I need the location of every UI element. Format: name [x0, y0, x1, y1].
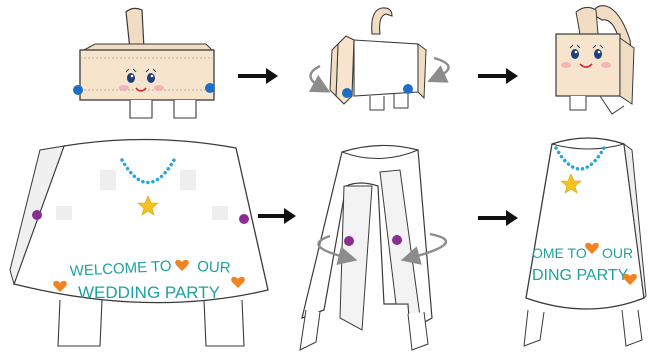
rotate-arrow-icon [308, 64, 331, 93]
right-arrow-icon [478, 68, 518, 84]
heart-icon [175, 259, 189, 271]
banner-line2: WEDDING PARTY [78, 283, 220, 302]
finished-banner-line2: DING PARTY [532, 267, 629, 284]
star-icon [560, 173, 582, 194]
flat-body-cutout: WELCOME TO OUR WEDDING PARTY [9, 138, 269, 347]
glue-dot [239, 214, 249, 224]
heart-icon [585, 242, 599, 254]
rotate-arrow-icon [427, 56, 450, 83]
rotate-arrow-icon [317, 234, 358, 265]
face [119, 68, 164, 92]
face [561, 44, 611, 68]
glue-dot [403, 84, 413, 94]
glue-dot [32, 210, 42, 220]
necklace [120, 158, 176, 185]
glue-dot [73, 85, 83, 95]
glue-dot [344, 236, 354, 246]
finished-banner-line1-word2: OUR [602, 245, 633, 261]
right-arrow-icon [238, 68, 278, 84]
finished-banner-line1: OME TO [532, 245, 587, 261]
right-arrow-icon [258, 208, 296, 224]
banner-line1-word2: OUR [197, 258, 231, 277]
flat-head-cutout [73, 7, 215, 119]
heart-icon [231, 276, 245, 288]
glue-dot [205, 83, 215, 93]
right-arrow-icon [478, 210, 518, 226]
glue-dot [342, 88, 352, 98]
glue-dot [392, 235, 402, 245]
folding-head-cutout [308, 7, 450, 111]
star-icon [137, 195, 159, 216]
finished-body: OME TO OUR DING PARTY [523, 137, 647, 347]
heart-icon [623, 273, 637, 285]
rotate-arrow-icon [400, 232, 448, 265]
banner-line1: WELCOME TO [69, 258, 172, 280]
heart-icon [53, 280, 67, 292]
rolling-body-cutout [299, 144, 448, 351]
finished-head [555, 5, 635, 115]
